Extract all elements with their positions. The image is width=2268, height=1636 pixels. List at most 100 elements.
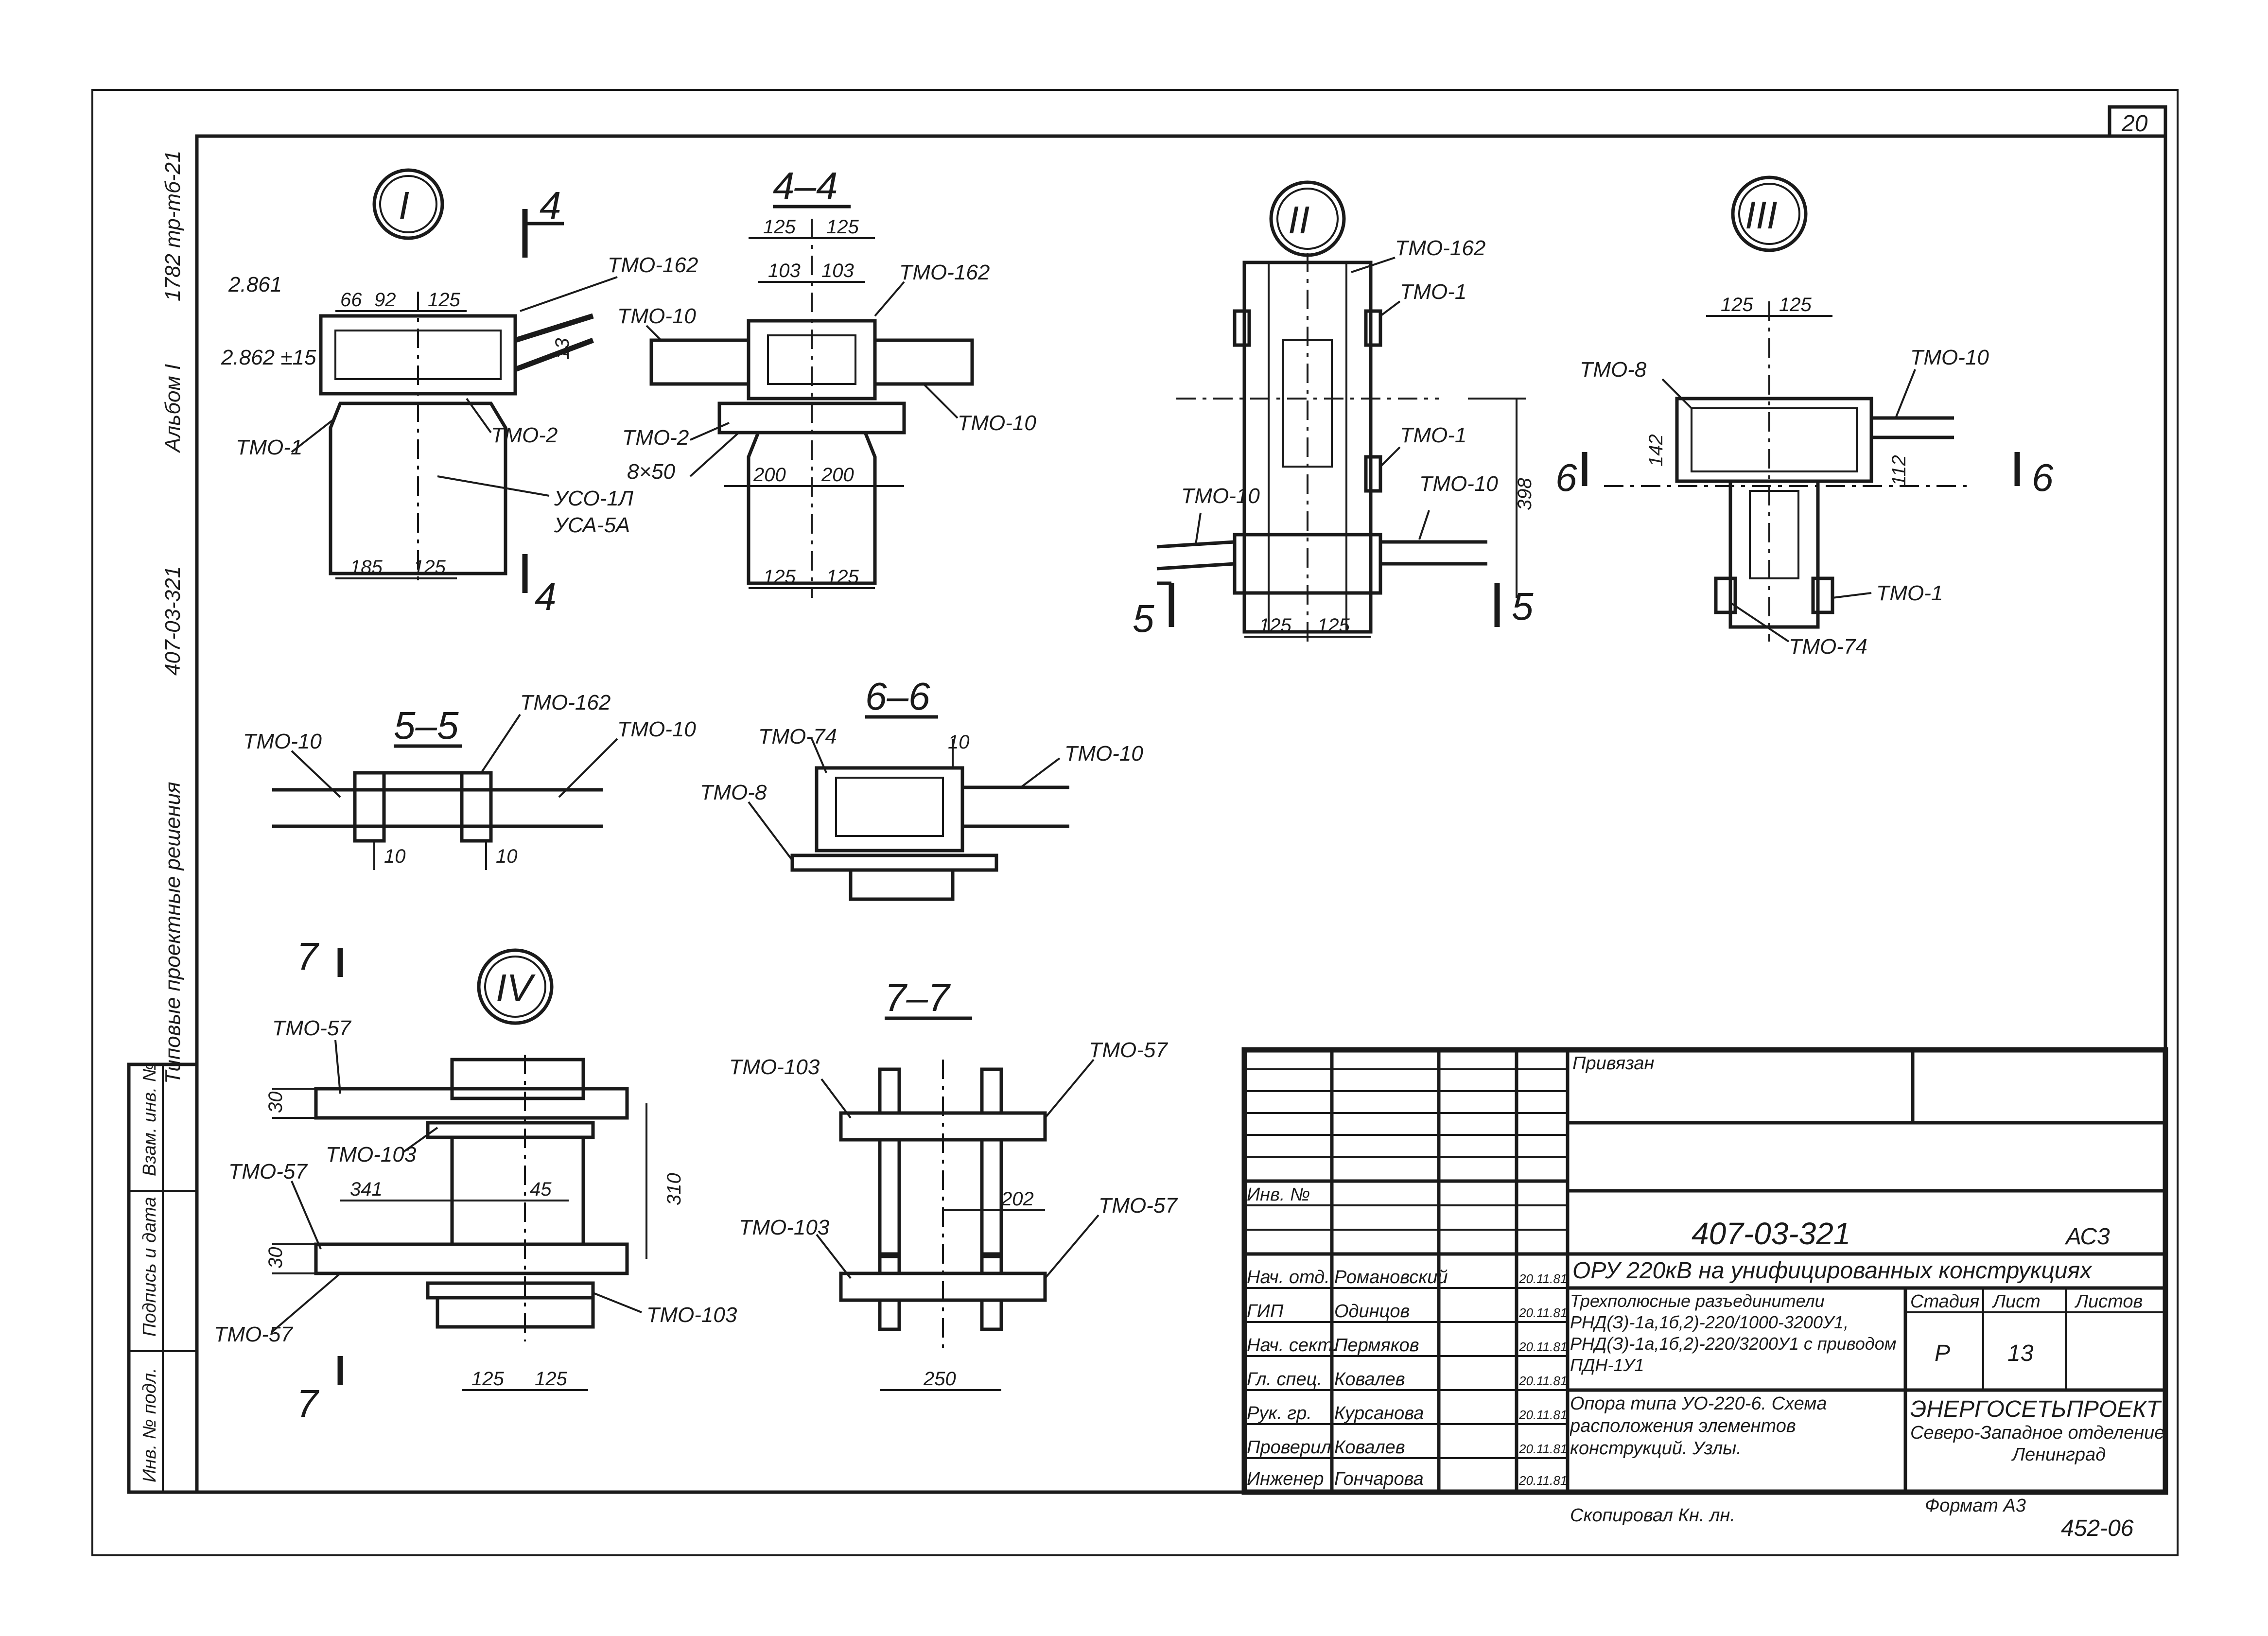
side-text-album: Альбом I	[161, 364, 185, 453]
view-6-6-label-tmo74: ТМО-74	[758, 725, 837, 748]
signer-name: Ковалев	[1334, 1369, 1405, 1390]
view-i-dim-13: 13	[552, 338, 573, 360]
view-7-7: 7–7 202 250 ТМО-103 ТМО-57 ТМО-103 ТМО-5…	[729, 976, 1178, 1391]
signer-role: ГИП	[1247, 1301, 1284, 1322]
view-4-4-label-tmo10-right: ТМО-10	[958, 411, 1036, 435]
tb-stage: Р	[1935, 1340, 1950, 1366]
tb-drawing-title: Опора типа УО-220-6. Схема расположения …	[1570, 1393, 1827, 1459]
view-i-label-usa5a: УСА-5А	[554, 513, 630, 537]
view-ii: II 398 125 125 ТМО-162 ТМО-1 ТМО-1 ТМО-1…	[1133, 180, 1535, 642]
view-iii-label-tmo8: ТМО-8	[1580, 358, 1647, 382]
view-iv-label-tmo57-bottom: ТМО-57	[214, 1323, 293, 1346]
view-iv-dim-310: 310	[663, 1173, 685, 1205]
view-6-6-dim-10: 10	[948, 731, 970, 753]
signer-role: Рук. гр.	[1247, 1403, 1312, 1424]
view-5-5-label-tmo10-right: ТМО-10	[617, 717, 696, 741]
footer-number: 452-06	[2061, 1515, 2134, 1541]
signer-name: Пермяков	[1334, 1335, 1419, 1356]
view-ii-cut-mark-right: 5	[1512, 585, 1534, 628]
view-iv-label-tmo57-mid: ТМО-57	[228, 1160, 308, 1183]
view-5-5: 5–5 10 10 ТМО-10 ТМО-162 ТМО-10	[243, 691, 696, 870]
tb-org-dept: Северо-Западное отделение	[1910, 1423, 2164, 1443]
view-iv-title: IV	[496, 966, 536, 1009]
footer-format: Формат А3	[1925, 1496, 2026, 1516]
view-5-5-label-tmo162: ТМО-162	[520, 691, 611, 714]
view-6-6-label-tmo8: ТМО-8	[700, 781, 767, 804]
tb-inv-no: Инв. №	[1247, 1184, 1310, 1205]
view-i-cut-mark: 4	[540, 184, 561, 227]
stamp-replace-inv: Взам. инв. №	[140, 1062, 160, 1176]
view-4-4-label-bolt: 8×50	[627, 460, 676, 484]
view-7-7-label-tmo103-bottom: ТМО-103	[739, 1216, 830, 1239]
view-iv-cut-mark-bottom: 7	[297, 1382, 319, 1425]
signer-name: Ковалев	[1334, 1437, 1405, 1458]
tb-signers: Нач. отд. Романовский 20.11.81 ГИП Одинц…	[1247, 1267, 1567, 1489]
view-iv-label-tmo103-top: ТМО-103	[326, 1143, 417, 1166]
tb-doc-code: 407-03-321	[1692, 1216, 1850, 1251]
signer-name: Гончарова	[1334, 1469, 1424, 1489]
side-text-series: Типовые проектные решения	[161, 782, 185, 1084]
view-ii-label-tmo10-right: ТМО-10	[1419, 472, 1498, 496]
view-iv-dim-30b: 30	[265, 1247, 286, 1269]
view-iv-label-tmo57-top: ТМО-57	[272, 1016, 351, 1040]
view-iv-dim-125b: 125	[535, 1368, 567, 1390]
view-iii-dim-125b: 125	[1779, 294, 1812, 315]
view-6-6-title: 6–6	[865, 675, 930, 718]
view-ii-label-tmo1-mid: ТМО-1	[1400, 423, 1466, 447]
view-ii-label-tmo10-left: ТМО-10	[1181, 484, 1260, 508]
signer-date: 20.11.81	[1518, 1374, 1567, 1388]
view-4-4-dim-125b: 125	[826, 216, 859, 238]
view-4-4-label-tmo2: ТМО-2	[622, 426, 689, 450]
left-stamp-strip: Инв. № подл. Подпись и дата Взам. инв. №	[127, 1062, 199, 1494]
signer-role: Инженер	[1247, 1469, 1324, 1489]
view-6-6: 6–6 10 ТМО-74 ТМО-10 ТМО-8	[700, 675, 1143, 901]
view-iii-dim-142: 142	[1645, 434, 1667, 467]
view-iv: IV 7 7 30 30 341 45 310 125 125 ТМО-57 Т…	[214, 935, 737, 1425]
view-4-4-dim-200a: 200	[753, 464, 786, 486]
view-ii-label-tmo162: ТМО-162	[1395, 236, 1485, 260]
view-iii-label-tmo10: ТМО-10	[1910, 346, 1989, 369]
signer-date: 20.11.81	[1518, 1408, 1567, 1422]
view-i-label-tmo2: ТМО-2	[491, 423, 558, 447]
view-4-4-dim-103a: 103	[768, 260, 801, 281]
view-4-4-dim-125c: 125	[763, 566, 796, 588]
view-iv-dim-125a: 125	[471, 1368, 504, 1390]
page-number-box: 20	[2108, 105, 2167, 138]
view-7-7-label-tmo57-top: ТМО-57	[1089, 1038, 1168, 1062]
stamp-inv-no: Инв. № подл.	[140, 1368, 160, 1482]
view-4-4-title: 4–4	[773, 164, 837, 208]
side-text-doc-code: 407-03-321	[161, 566, 185, 676]
signer-date: 20.11.81	[1518, 1473, 1567, 1488]
signer-role: Нач. сект.	[1247, 1335, 1338, 1356]
view-iv-dim-341: 341	[350, 1179, 383, 1200]
tb-sheet-no: 13	[2007, 1340, 2034, 1366]
view-i-label-tmo1: ТМО-1	[236, 435, 302, 459]
view-ii-dim-398: 398	[1514, 478, 1535, 510]
tb-stage-header: Стадия	[1910, 1291, 1979, 1312]
tb-sheet-header: Лист	[1991, 1291, 2041, 1312]
signer-name: Одинцов	[1334, 1301, 1410, 1322]
view-5-5-dim-10b: 10	[496, 846, 518, 867]
view-4-4-dim-125d: 125	[826, 566, 859, 588]
view-iii-cut-mark-left: 6	[1555, 456, 1577, 499]
signer-date: 20.11.81	[1518, 1271, 1567, 1286]
signer-role: Нач. отд.	[1247, 1267, 1330, 1288]
signer-date: 20.11.81	[1518, 1442, 1567, 1456]
view-4-4-dim-103b: 103	[821, 260, 854, 281]
view-i-label-uso1l: УСО-1Л	[554, 487, 634, 510]
view-6-6-label-tmo10: ТМО-10	[1064, 742, 1143, 766]
side-texts: Типовые проектные решения 407-03-321 Аль…	[161, 151, 185, 1084]
tb-org: ЭНЕРГОСЕТЬПРОЕКТ	[1910, 1396, 2163, 1422]
outer-frame	[91, 89, 2179, 1556]
title-block: Инв. № Привязан 407-03-321 АС3 ОРУ 220кВ…	[1241, 1047, 2168, 1495]
stamp-signature-date: Подпись и дата	[140, 1197, 160, 1337]
view-4-4-label-tmo162: ТМО-162	[899, 261, 990, 284]
view-iii-dim-125a: 125	[1721, 294, 1753, 315]
signer-date: 20.11.81	[1518, 1305, 1567, 1320]
view-7-7-title: 7–7	[885, 976, 951, 1019]
view-i-elev-1: 2.861	[228, 273, 282, 296]
view-i-title: I	[399, 184, 409, 227]
inner-frame	[195, 134, 2167, 1494]
view-i-dim-66: 66	[340, 289, 362, 311]
